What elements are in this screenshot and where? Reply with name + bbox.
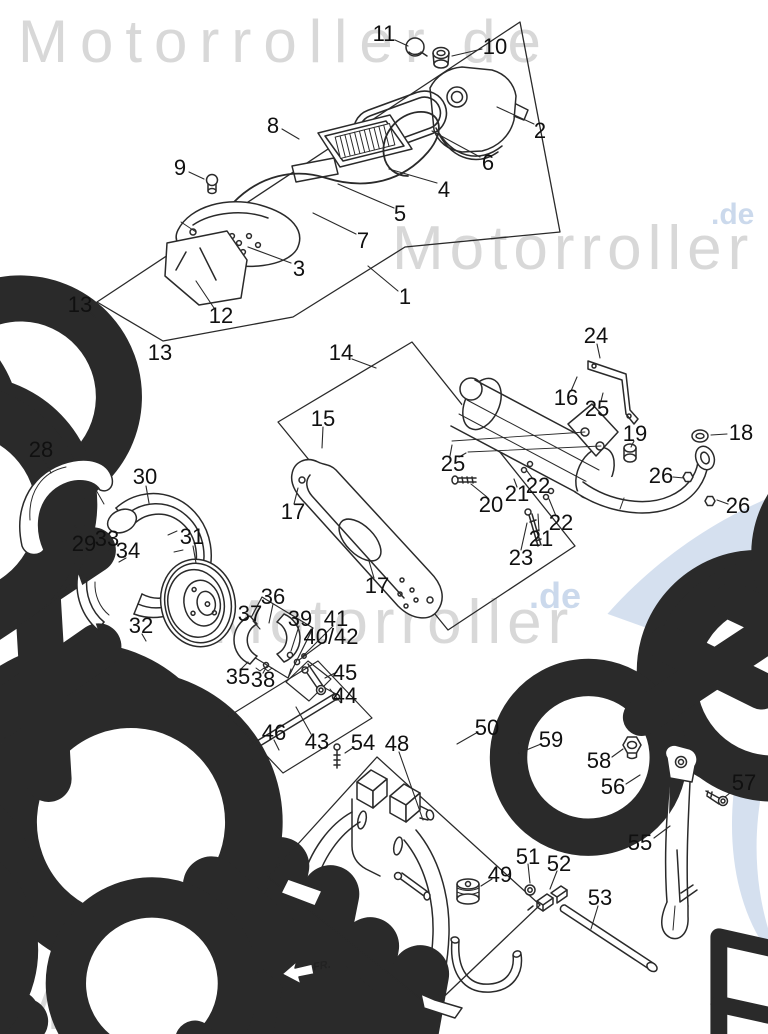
heat-shield-panel-outline: [277, 341, 576, 631]
drain-plug: [205, 173, 219, 195]
brake-rod-panel-outline: [228, 660, 373, 774]
side-stand: [661, 744, 698, 940]
exhaust-pipe: [574, 445, 716, 514]
front-direction-arrow: [281, 960, 315, 985]
brake-cam-panel-outline: [285, 660, 332, 702]
wheel-rim: [159, 558, 237, 648]
exhaust-heat-shield: [290, 458, 443, 619]
intake-tube: [432, 46, 450, 69]
brake-cam-lever: [301, 663, 327, 696]
rubber-cap: [405, 37, 428, 57]
exhaust-gasket-ring: [691, 429, 709, 443]
stand-clips: [527, 885, 568, 912]
stand-pivot-rod: [559, 904, 658, 973]
air-filter-panel-outline: [96, 21, 561, 342]
watermark-top: Motorroller.de: [18, 8, 553, 75]
stand-rubber-foot: [456, 878, 480, 905]
watermark-center-de: .de: [529, 575, 582, 616]
leader-lines: [42, 39, 736, 930]
muffler: [450, 377, 768, 842]
exhaust-bracket: [587, 360, 639, 425]
exhaust-bushing: [623, 443, 637, 463]
air-filter-element: [317, 114, 413, 168]
filter-foam-strip: [291, 157, 339, 183]
brake-shoes: [233, 613, 301, 672]
side-stand-bolt: [705, 790, 729, 807]
watermark-middle: Motorroller: [392, 214, 755, 283]
stand-bolt: [333, 743, 341, 769]
intake-duct: [164, 230, 248, 306]
watermark-center: Motorroller: [212, 588, 575, 657]
stand-washer: [524, 884, 536, 896]
air-box-cover: [429, 66, 529, 161]
watermark-middle-de: .de: [711, 198, 755, 231]
breather-wire: [231, 111, 440, 211]
center-stand: [280, 769, 523, 1019]
exhaust-mount-hardware: [451, 216, 768, 726]
stand-nut: [622, 736, 642, 760]
exhaust-nuts: [682, 471, 716, 507]
